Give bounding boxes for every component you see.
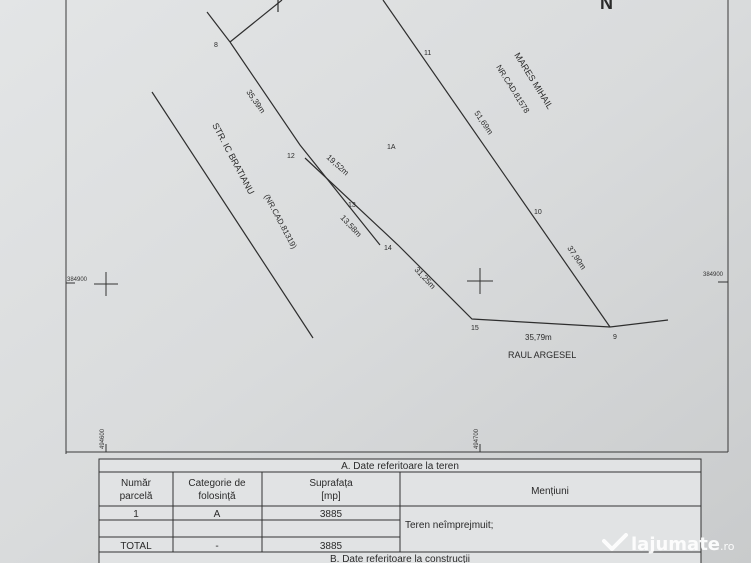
boundary-west: [229, 41, 381, 246]
header-area-line1: Suprafața: [309, 478, 353, 489]
row1-area: 3885: [320, 509, 343, 520]
boundary-north-short: [206, 11, 231, 43]
row1-category: A: [214, 509, 221, 520]
heart-logo-icon: [602, 533, 628, 551]
boundary-east: [382, 0, 611, 328]
boundary-north: [229, 0, 283, 43]
total-label: TOTAL: [120, 541, 152, 552]
parcel-1a: 1A: [387, 144, 396, 151]
coord-x-left: 494600: [100, 428, 106, 449]
header-parcel-line2: parcelă: [120, 491, 153, 502]
section-b-title: B. Date referitoare la construcții: [330, 554, 470, 563]
total-category: -: [215, 541, 218, 552]
header-category-line1: Categorie de: [188, 478, 246, 489]
header-category-line2: folosință: [198, 491, 236, 502]
total-area: 3885: [320, 541, 343, 552]
point-14: 14: [384, 245, 392, 252]
point-8: 8: [214, 42, 218, 49]
coord-left-y: 384900: [67, 277, 88, 283]
grid-cross-center: [467, 268, 493, 294]
coord-x-mid: 494700: [474, 428, 480, 449]
point-13: 13: [348, 202, 356, 209]
river-edge: [609, 319, 669, 328]
boundary-south-west: [304, 157, 611, 328]
river-label: RAUL ARGESEL: [508, 350, 576, 360]
north-letter: N: [600, 0, 613, 13]
street-line-outer: [151, 91, 314, 339]
coord-right-y: 384900: [703, 272, 724, 278]
point-11: 11: [424, 50, 431, 57]
point-10: 10: [534, 209, 542, 216]
grid-cross-left: [94, 272, 118, 296]
section-a-title: A. Date referitoare la teren: [341, 461, 459, 472]
watermark-text: lajumate: [631, 534, 720, 555]
lajumate-watermark: lajumate .ro: [602, 533, 735, 555]
length-15-9: 35,79m: [525, 333, 552, 342]
row1-parcel: 1: [133, 509, 139, 520]
header-parcel-line1: Număr: [121, 478, 152, 489]
point-9: 9: [613, 334, 617, 341]
notes-text: Teren neîmprejmuit;: [405, 520, 493, 531]
header-area-line2: [mp]: [321, 491, 341, 502]
watermark-suffix: .ro: [720, 540, 735, 553]
point-12: 12: [287, 153, 295, 160]
area-table: [98, 458, 702, 563]
point-15: 15: [471, 325, 479, 332]
header-notes: Mențiuni: [531, 486, 569, 497]
